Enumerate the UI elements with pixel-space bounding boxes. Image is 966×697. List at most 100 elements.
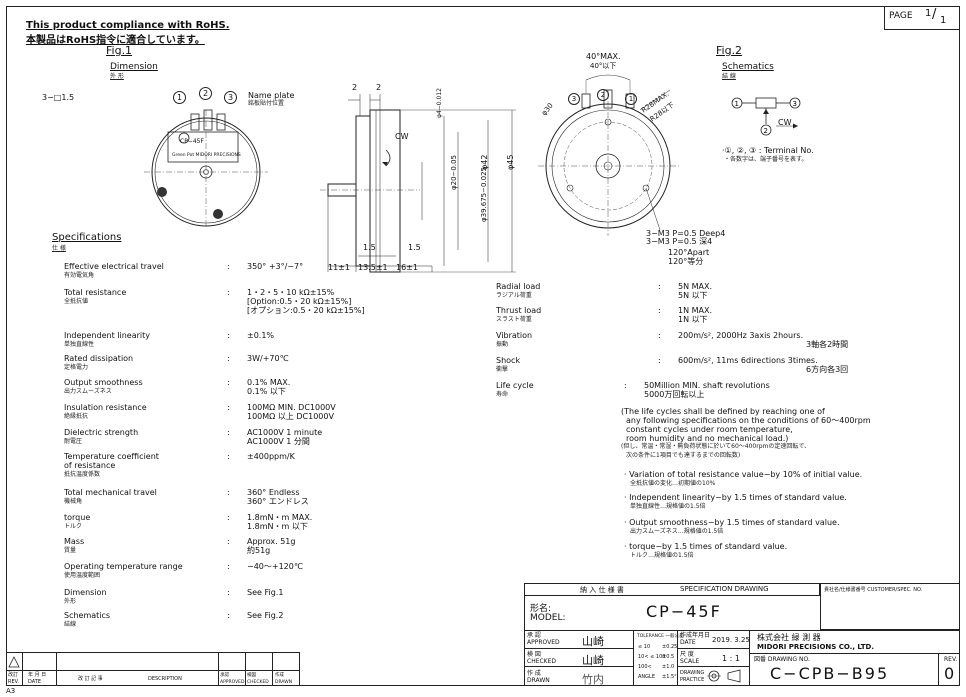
tolerance-range: 10< ≤ 100 bbox=[638, 654, 666, 660]
svg-text:3: 3 bbox=[793, 100, 797, 108]
spec-colon: : bbox=[227, 288, 230, 297]
spec-value: 3W/+70℃ bbox=[247, 354, 289, 363]
spec-label: Independent linearity bbox=[64, 331, 150, 340]
spec-label: Total mechanical travel bbox=[64, 488, 157, 497]
page-label: PAGE bbox=[889, 11, 913, 21]
spec-colon: : bbox=[658, 331, 661, 340]
life-criterion: · Independent linearity−by 1.5 times of … bbox=[624, 493, 847, 502]
spec-label-jp: 使用温度範囲 bbox=[64, 572, 101, 579]
spec-colon: : bbox=[227, 611, 230, 620]
spec-drawing-en: SPECIFICATION DRAWING bbox=[680, 585, 769, 593]
dim-1-5-b: 1.5 bbox=[408, 243, 421, 252]
rev-column-header: 改訂 REV. bbox=[8, 672, 19, 685]
life-criterion-jp: トルク…規格値の1.5倍 bbox=[630, 552, 694, 559]
dim-2-right: 2 bbox=[376, 83, 382, 92]
dim-2-left: 2 bbox=[352, 83, 358, 92]
scale-label-en: SCALE bbox=[680, 658, 700, 665]
spec-label-jp: 振動 bbox=[496, 341, 509, 348]
drawing-no-label: 図番 DRAWING NO. bbox=[754, 656, 810, 663]
spec-colon: : bbox=[227, 537, 230, 546]
spec-value: 1.8mN・m MAX. bbox=[247, 513, 313, 522]
spec-value: ±0.1% bbox=[247, 331, 275, 340]
tolerance-value: ±1.0 bbox=[662, 664, 675, 670]
spec-value: 1N 以下 bbox=[678, 315, 708, 324]
tolerance-range: 100< bbox=[638, 664, 652, 670]
spec-label: Temperature coefficient of resistance bbox=[64, 452, 159, 470]
dim-body-len: 13.5±1 bbox=[358, 263, 388, 272]
scale-value: 1 : 1 bbox=[722, 654, 740, 663]
spec-colon: : bbox=[227, 488, 230, 497]
spec-label-jp: スラスト荷重 bbox=[496, 316, 532, 323]
nameplate-label-jp: 銘板貼付位置 bbox=[248, 100, 285, 107]
spec-value: 6方向各3回 bbox=[806, 365, 849, 374]
spec-value: 1N MAX. bbox=[678, 306, 713, 315]
model-label-en: MODEL: bbox=[530, 613, 566, 623]
spec-label-jp: 単独直線性 bbox=[64, 341, 95, 348]
spec-value: 約51g bbox=[247, 546, 271, 555]
spec-label-jp: 定格電力 bbox=[64, 364, 89, 371]
drawn-label-jp: 作 成 bbox=[527, 670, 541, 677]
spec-label: Effective electrical travel bbox=[64, 262, 164, 271]
spec-label-jp: 抵抗温度係数 bbox=[64, 471, 101, 478]
spec-colon: : bbox=[658, 306, 661, 315]
schematic-diagram: 1 3 2 bbox=[731, 97, 801, 136]
spec-colon: : bbox=[227, 378, 230, 387]
approved-label-jp: 承 認 bbox=[527, 632, 541, 639]
terminal-3-label: 3 bbox=[224, 91, 237, 104]
dimension-title-jp: 外 形 bbox=[110, 73, 124, 80]
spec-value: 600m/s², 11ms 6directions 3times. bbox=[678, 356, 818, 365]
spec-value: 100MΩ MIN. DC1000V bbox=[247, 403, 336, 412]
spec-colon: : bbox=[227, 452, 230, 461]
spec-label: Operating temperature range bbox=[64, 562, 183, 571]
spec-value: 200m/s², 2000Hz 3axis 2hours. bbox=[678, 331, 804, 340]
schematics-title-jp: 結 線 bbox=[722, 73, 736, 80]
spec-label-jp: 外形 bbox=[64, 598, 77, 605]
spec-label-jp: 絶縁抵抗 bbox=[64, 413, 89, 420]
spec-value: 1・2・5・10 kΩ±15% bbox=[247, 288, 335, 297]
life-criterion-jp: 全抵抗値の変化…初期値の10% bbox=[630, 480, 716, 487]
dim-1-5-a: 1.5 bbox=[363, 243, 376, 252]
scale-label-jp: 尺 度 bbox=[680, 651, 694, 658]
life-definition-line: constant cycles under room temperature, bbox=[626, 425, 793, 434]
spec-colon: : bbox=[227, 354, 230, 363]
tolerance-title: TOLERANCE 一般公差 bbox=[637, 634, 684, 639]
spec-label: Mass bbox=[64, 537, 85, 546]
tolerance-range: ANGLE bbox=[638, 674, 655, 680]
spec-value: See Fig.2 bbox=[247, 611, 284, 620]
life-criterion: · Variation of total resistance value−by… bbox=[624, 470, 863, 479]
spec-value: 3軸各2時間 bbox=[806, 340, 849, 349]
spec-label: Thrust load bbox=[496, 306, 542, 315]
spec-value: ±400ppm/K bbox=[247, 452, 295, 461]
third-angle-projection-icon bbox=[707, 669, 741, 683]
tolerance-value: ±0.5 bbox=[662, 654, 675, 660]
life-definition-line: (但し、常温・常湿・無負荷状態に於いて60〜400rpmの定速回転で、 bbox=[621, 443, 811, 450]
plate-model-text: CP−45F bbox=[180, 138, 204, 145]
spec-value: AC1000V 1 分間 bbox=[247, 437, 310, 446]
spec-label-jp: トルク bbox=[64, 523, 83, 530]
revision-triangle-icon bbox=[8, 656, 20, 668]
plate-brand-text: Green Pot MIDORI PRECISIONS bbox=[172, 153, 241, 158]
spec-colon: : bbox=[227, 428, 230, 437]
page-total: 1 bbox=[940, 15, 947, 26]
sheet-size: A3 bbox=[6, 687, 16, 695]
spec-colon: : bbox=[227, 513, 230, 522]
spec-colon: : bbox=[227, 262, 230, 271]
checked-column-header: 検図 CHECKED bbox=[247, 673, 269, 685]
spec-label: Rated dissipation bbox=[64, 354, 134, 363]
terminal-note: ·①, ②, ③ : Terminal No. bbox=[722, 146, 814, 155]
svg-text:1: 1 bbox=[735, 100, 739, 108]
rohs-statement-en: This product compliance with RoHS. bbox=[26, 20, 230, 31]
desc-column-header-jp: 改 訂 記 事 bbox=[78, 676, 103, 682]
dim-body-39: φ39.675−0.025 bbox=[480, 166, 488, 222]
thread-apart-label-jp: 120°等分 bbox=[668, 257, 704, 266]
spec-title: Specifications bbox=[52, 232, 122, 243]
model-value: CP−45F bbox=[646, 602, 722, 621]
nameplate-label: Name plate bbox=[248, 91, 295, 100]
rear-terminal-1: 1 bbox=[625, 93, 637, 105]
spec-value: 0.1% MAX. bbox=[247, 378, 291, 387]
spec-label-jp: 衝撃 bbox=[496, 366, 509, 373]
spec-label: Total resistance bbox=[64, 288, 127, 297]
spec-label: Shock bbox=[496, 356, 521, 365]
life-cycle-label-jp: 寿命 bbox=[496, 391, 509, 398]
dim-total-len: 16±1 bbox=[396, 263, 418, 272]
